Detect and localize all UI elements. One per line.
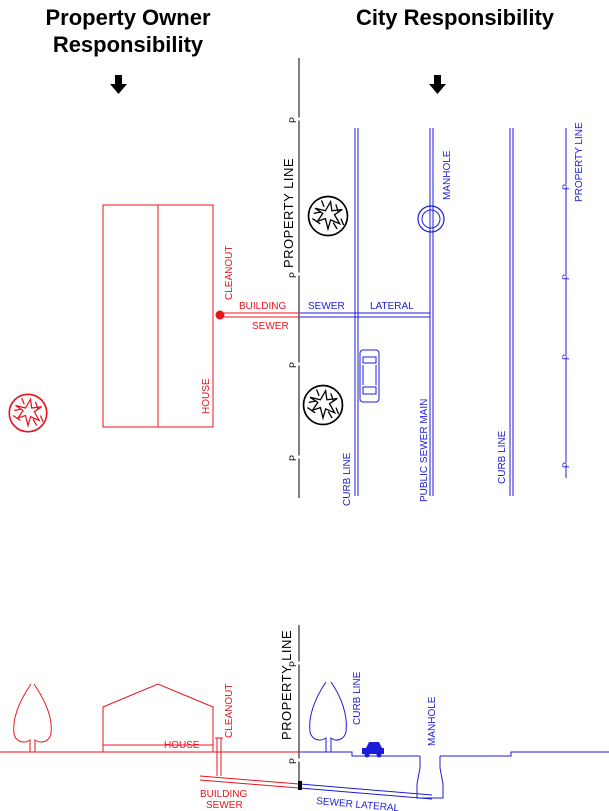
cleanout-profile — [215, 737, 223, 776]
profile-pl-symbol-2: P — [288, 758, 298, 764]
car-plan-icon — [359, 349, 380, 403]
cleanout-plan-label: CLEANOUT — [224, 246, 235, 300]
house-profile — [102, 683, 214, 752]
left-property-line-label: PROPERTY LINE — [281, 158, 296, 268]
owner-heading-line1: Property Owner — [45, 5, 211, 30]
sewer-lateral-plan-label-2: LATERAL — [370, 301, 414, 312]
building-sewer-plan — [220, 312, 299, 318]
property-line-joint — [298, 781, 302, 790]
ground-line-city — [300, 751, 609, 757]
left-curb-line-label: CURB LINE — [342, 452, 353, 506]
sewer-plan-label: SEWER — [252, 321, 289, 332]
svg-text:P: P — [288, 455, 298, 461]
right-curb-line — [509, 128, 514, 496]
cleanout-plan-icon — [215, 310, 225, 320]
owner-heading-line2: Responsibility — [52, 32, 204, 57]
profile-property-line-label: PROPERTY LINE — [279, 630, 294, 740]
left-pl-symbols: P P P P — [288, 117, 298, 461]
sewer-lateral-plan — [300, 312, 430, 318]
building-profile-label: BUILDING — [200, 789, 247, 800]
tree-plan-left — [8, 393, 48, 433]
sewer-lateral-profile — [299, 783, 433, 800]
property-owner-heading: Property Owner Responsibility — [18, 4, 238, 58]
sewer-profile-label: SEWER — [206, 800, 243, 811]
public-sewer-main — [429, 128, 434, 496]
left-curb-line — [354, 128, 359, 496]
tree-plan-middle — [302, 384, 344, 426]
svg-text:P: P — [561, 462, 571, 468]
tree-profile-left — [13, 683, 52, 753]
svg-text:P: P — [561, 354, 571, 360]
sewer-lateral-profile-label: SEWER LATERAL — [316, 796, 400, 811]
svg-text:P: P — [561, 274, 571, 280]
manhole-plan — [417, 205, 445, 233]
right-curb-line-label: CURB LINE — [497, 430, 508, 484]
right-property-line-label: PROPERTY LINE — [574, 122, 585, 202]
tree-plan-top — [307, 195, 349, 237]
house-plan-label: HOUSE — [201, 378, 212, 414]
svg-text:P: P — [288, 117, 298, 123]
manhole-profile — [416, 756, 444, 799]
manhole-profile-label: MANHOLE — [427, 696, 438, 746]
house-plan — [102, 204, 214, 428]
building-sewer-profile — [199, 775, 300, 789]
svg-text:P: P — [561, 184, 571, 190]
manhole-plan-label: MANHOLE — [442, 150, 453, 200]
svg-text:P: P — [288, 272, 298, 278]
owner-arrow-icon — [110, 75, 127, 94]
building-plan-label: BUILDING — [239, 301, 286, 312]
tree-profile-city — [309, 681, 347, 753]
house-profile-label: HOUSE — [164, 740, 200, 751]
profile-pl-symbol-1: P — [288, 661, 298, 667]
car-profile-icon — [362, 742, 384, 758]
svg-text:P: P — [288, 362, 298, 368]
city-arrow-icon — [429, 75, 446, 94]
public-sewer-main-label: PUBLIC SEWER MAIN — [419, 399, 430, 502]
right-pl-symbols: P P P P — [561, 184, 571, 468]
sewer-lateral-plan-label-1: SEWER — [308, 301, 345, 312]
city-heading: City Responsibility — [355, 5, 555, 30]
cleanout-profile-label: CLEANOUT — [224, 684, 235, 738]
curb-line-profile-label: CURB LINE — [352, 671, 363, 725]
